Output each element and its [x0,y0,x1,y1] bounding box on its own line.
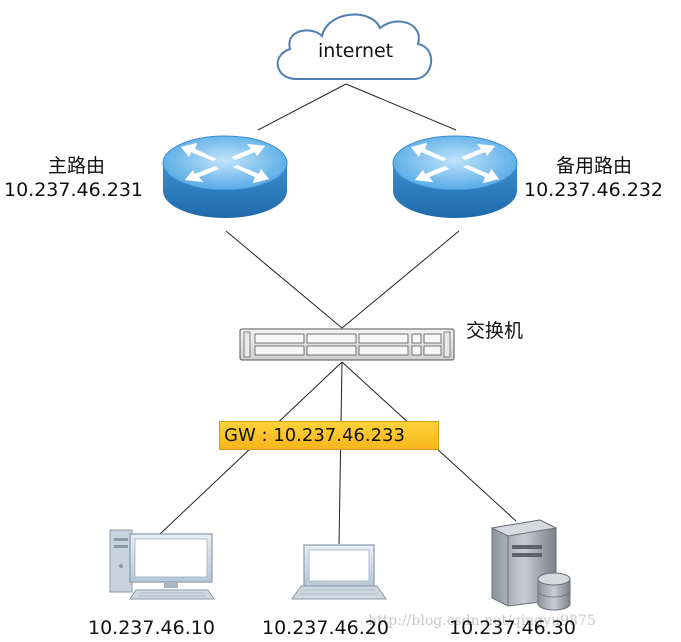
gateway-label: GW : 10.237.46.233 [219,421,439,450]
switch-name: 交换机 [466,320,524,342]
backup-router-ip: 10.237.46.232 [524,179,664,201]
internet-label: internet [318,40,394,62]
main-router-name: 主路由 [48,155,106,177]
link-cloud-main-router [257,83,347,131]
link-cloud-backup-router [345,83,457,131]
link-backup-router-switch [341,230,460,329]
database-icon [537,572,571,611]
backup-router-icon [392,135,518,218]
backup-router-name: 备用路由 [556,155,633,177]
link-switch-laptop [338,361,343,545]
desktop-computer-icon [109,529,215,600]
main-router-ip: 10.237.46.231 [4,179,144,201]
internet-cloud-icon [276,13,433,80]
switch-icon [239,328,455,361]
watermark: http://blog.csdn.net/qingyu9875 [368,613,596,629]
host-ip-pc: 10.237.46.10 [88,617,215,639]
main-router-icon [162,135,288,218]
host-ip-laptop: 10.237.46.20 [262,617,389,639]
host-ip-server: 10.237.46.30 [449,617,576,639]
laptop-icon [291,544,387,600]
link-main-router-switch [225,230,343,329]
